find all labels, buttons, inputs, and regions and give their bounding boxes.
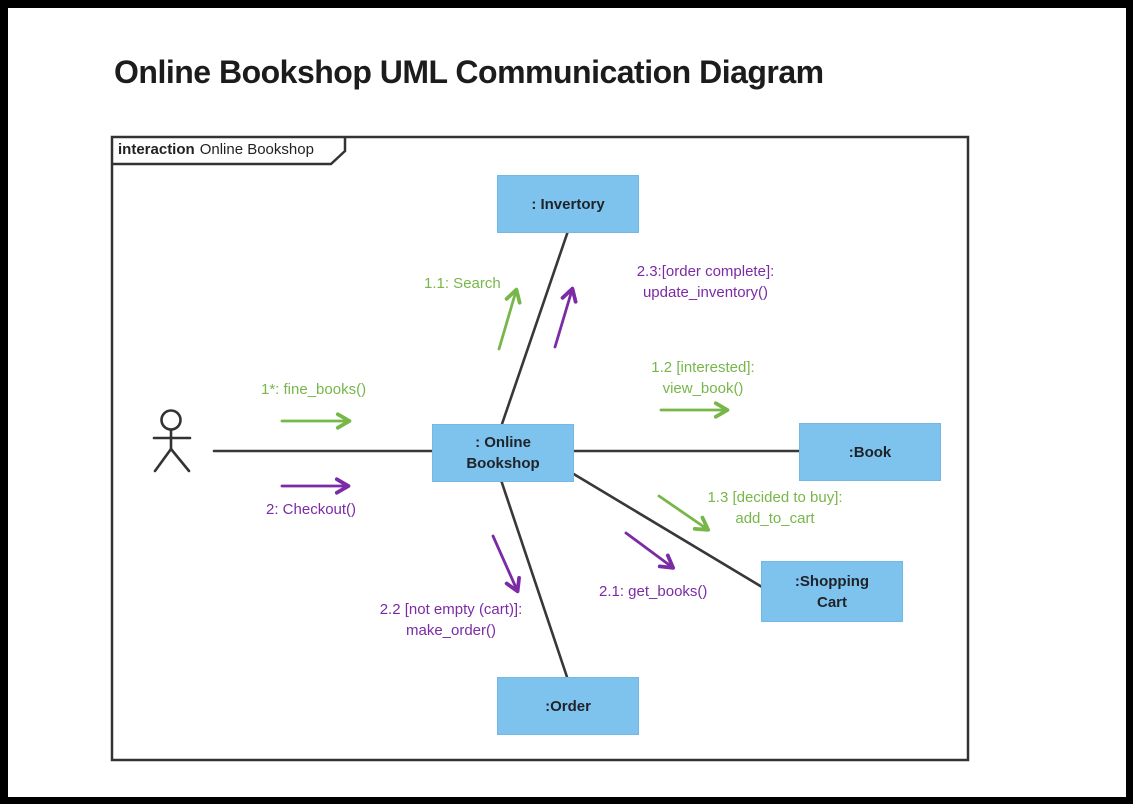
frame-keyword: interaction xyxy=(118,141,195,158)
object-box-online-bookshop: : Online Bookshop xyxy=(432,424,574,482)
arrow-get-books xyxy=(624,531,676,570)
message-label-search: 1.1: Search xyxy=(424,275,501,292)
message-label-add-to-cart: 1.3 [decided to buy]: add_to_cart xyxy=(686,487,864,529)
frame-label-pentagon xyxy=(112,137,347,166)
message-line: 2.2 [not empty (cart)]: xyxy=(379,601,523,618)
object-label: Cart xyxy=(816,593,847,611)
interaction-frame xyxy=(110,135,970,762)
object-label: :Order xyxy=(545,697,591,715)
object-label: : Online xyxy=(475,434,531,451)
message-label-update-inventory: 2.3:[order complete]: update_inventory() xyxy=(618,261,793,303)
object-label: : Invertory xyxy=(531,195,605,213)
message-line: update_inventory() xyxy=(642,284,769,301)
message-line: add_to_cart xyxy=(735,510,815,527)
message-label-get-books: 2.1: get_books() xyxy=(599,583,708,600)
arrow-search xyxy=(497,287,522,351)
message-label-find-books: 1*: fine_books() xyxy=(261,381,367,398)
message-line: make_order() xyxy=(405,622,497,639)
message-line: view_book() xyxy=(662,380,744,397)
link-bookshop-order xyxy=(499,478,569,679)
message-label-checkout: 2: Checkout() xyxy=(266,501,357,518)
object-box-shopping-cart: :Shopping Cart xyxy=(761,561,903,622)
object-label: :Book xyxy=(848,443,892,461)
object-label: Bookshop xyxy=(466,455,540,472)
message-line: 1.2 [interested]: xyxy=(651,359,755,376)
link-bookshop-cart xyxy=(570,471,764,589)
object-box-inventory: : Invertory xyxy=(497,175,639,233)
arrow-make-order xyxy=(491,534,521,594)
link-bookshop-inventory xyxy=(500,229,570,426)
arrow-add-to-cart xyxy=(657,494,711,532)
message-line: 1.3 [decided to buy]: xyxy=(707,489,843,506)
message-line: 2.3:[order complete]: xyxy=(636,263,775,280)
diagram-paper xyxy=(8,8,1126,797)
actor-icon xyxy=(152,409,192,473)
page-title: Online Bookshop UML Communication Diagra… xyxy=(114,54,824,90)
message-label-view-book: 1.2 [interested]: view_book() xyxy=(617,357,789,399)
object-box-order: :Order xyxy=(497,677,639,735)
frame-name: Online Bookshop xyxy=(199,141,314,158)
message-label-make-order: 2.2 [not empty (cart)]: make_order() xyxy=(357,599,545,641)
object-box-book: :Book xyxy=(799,423,941,481)
object-label: :Shopping xyxy=(794,572,870,590)
arrow-update-inventory xyxy=(553,286,578,349)
